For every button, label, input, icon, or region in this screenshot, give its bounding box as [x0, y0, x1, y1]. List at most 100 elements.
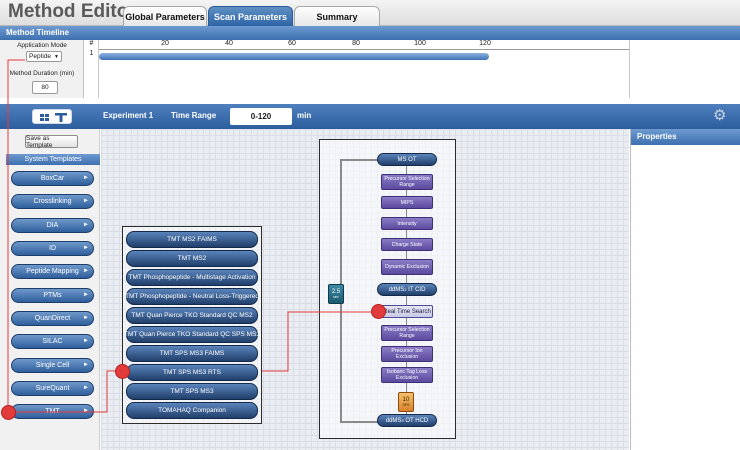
template-label: Crosslinking	[33, 198, 72, 205]
template-label: QuanDirect	[34, 315, 71, 322]
ruler-tick: 100	[414, 40, 426, 47]
ruler-tick: 20	[161, 40, 169, 47]
chevron-down-icon: ▼	[54, 53, 59, 60]
template-silac[interactable]: SILAC ►	[11, 334, 94, 349]
template-label: PTMs	[43, 292, 62, 299]
save-as-template-button[interactable]: Save as Template	[25, 135, 78, 149]
experiment-timeline-bar[interactable]	[99, 53, 489, 60]
method-duration-label: Method Duration (min)	[9, 70, 75, 77]
arrow-right-icon: ►	[83, 245, 89, 251]
template-crosslinking[interactable]: Crosslinking ►	[11, 194, 94, 209]
highlight-marker-sps-ms3-rts	[115, 364, 130, 379]
ruler-tick: 80	[352, 40, 360, 47]
app-header: Method Editor Global Parameters Scan Par…	[0, 0, 740, 26]
method-tmt-sps-ms3-faims[interactable]: TMT SPS MS3 FAIMS	[126, 345, 258, 362]
template-peptide-mapping[interactable]: Peptide Mapping ►	[11, 264, 94, 279]
application-mode-label: Application Mode	[17, 42, 67, 49]
template-boxcar[interactable]: BoxCar►	[11, 171, 94, 186]
app-title: Method Editor	[8, 1, 136, 22]
node-ms-ot[interactable]: MS OT	[377, 153, 437, 166]
template-dia[interactable]: DIA ►	[11, 218, 94, 233]
template-quandirect[interactable]: QuanDirect ►	[11, 311, 94, 326]
experiment-label: Experiment 1	[103, 111, 154, 120]
method-tmt-phospho-nl[interactable]: TMT Phosphopeptide - Neutral Loss-Trigge…	[125, 288, 259, 305]
template-tmt[interactable]: TMT ►	[11, 404, 94, 419]
arrow-right-icon: ►	[83, 268, 89, 274]
highlight-marker-real-time-search	[371, 304, 386, 319]
arrow-right-icon: ►	[83, 385, 89, 391]
timeline-settings: Application Mode Peptide ▼ Method Durati…	[0, 40, 84, 98]
time-range-input[interactable]: 0-120	[230, 108, 292, 125]
tmt-method-list: TMT MS2 FAIMS TMT MS2 TMT Phosphopeptide…	[122, 226, 262, 424]
method-tmt-phospho-msa[interactable]: TMT Phosphopeptide - Multistage Activati…	[126, 269, 258, 286]
timeline-grid: # 1 20 40 60 80 100 120	[85, 40, 740, 98]
method-timeline-header: Method Timeline	[0, 26, 740, 40]
template-label: DIA	[46, 222, 59, 229]
method-tomahaq-companion[interactable]: TOMAHAQ Companion	[126, 402, 258, 419]
tab-global-parameters[interactable]: Global Parameters	[123, 6, 207, 26]
filter-precursor-ion-exclusion[interactable]: Precursor Ion Exclusion	[381, 346, 433, 362]
arrow-right-icon: ►	[83, 338, 89, 344]
template-single-cell[interactable]: Single Cell ►	[11, 358, 94, 373]
tab-scan-parameters[interactable]: Scan Parameters	[208, 6, 293, 26]
template-label: Peptide Mapping	[26, 268, 79, 275]
loop-bracket-top	[340, 159, 378, 161]
template-sidebar: Save as Template System Templates BoxCar…	[0, 129, 100, 450]
column-hash-header: #	[89, 40, 94, 47]
template-id[interactable]: ID►	[11, 241, 94, 256]
view-toggle-icon[interactable]	[32, 109, 72, 124]
arrow-right-icon: ►	[83, 292, 89, 298]
sps-notch-value: 10	[402, 397, 410, 403]
time-range-unit: min	[297, 111, 312, 120]
filter-precursor-selection-range-2[interactable]: Precursor Selection Range	[381, 325, 433, 341]
filter-real-time-search[interactable]: Real Time Search	[381, 305, 433, 318]
loop-bracket-bottom	[340, 421, 378, 423]
method-tmt-tko-sps-ms3[interactable]: TMT Quan Pierce TKO Standard QC SPS MS3	[124, 326, 260, 343]
template-label: TMT	[45, 408, 60, 415]
arrow-right-icon: ►	[83, 222, 89, 228]
sps-notch-unit: SPS	[402, 403, 410, 407]
highlight-marker-tmt	[1, 405, 16, 420]
row-number-column: # 1	[85, 40, 99, 98]
loop-time-tile[interactable]: 2.5 sec	[328, 284, 344, 304]
method-tmt-ms2-faims[interactable]: TMT MS2 FAIMS	[126, 231, 258, 248]
filter-precursor-selection-range[interactable]: Precursor Selection Range	[381, 174, 433, 190]
filter-dynamic-exclusion[interactable]: Dynamic Exclusion	[381, 259, 433, 275]
loop-time-value: 2.5	[331, 289, 341, 295]
arrow-right-icon: ►	[83, 198, 89, 204]
timeline-divider	[629, 40, 630, 98]
ruler-tick: 120	[479, 40, 491, 47]
filter-isobaric-tag-loss-exclusion[interactable]: Isobaric Tag Loss Exclusion	[381, 367, 433, 383]
application-mode-value: Peptide	[29, 53, 52, 60]
template-surequant[interactable]: SureQuant ►	[11, 381, 94, 396]
properties-panel: Properties	[630, 129, 740, 450]
sps-notch-tile[interactable]: 10 SPS	[398, 392, 414, 412]
template-label: SILAC	[42, 338, 63, 345]
arrow-right-icon: ►	[83, 315, 89, 321]
loop-time-unit: sec	[333, 295, 339, 299]
filter-charge-state[interactable]: Charge State	[381, 238, 433, 251]
tab-summary[interactable]: Summary	[294, 6, 380, 26]
filter-mips[interactable]: MIPS	[381, 196, 433, 209]
template-ptms[interactable]: PTMs ►	[11, 288, 94, 303]
arrow-right-icon: ►	[83, 362, 89, 368]
row-number: 1	[89, 50, 94, 57]
method-tmt-sps-ms3-rts[interactable]: TMT SPS MS3 RTS	[126, 364, 258, 381]
method-tmt-sps-ms3[interactable]: TMT SPS MS3	[126, 383, 258, 400]
gear-icon[interactable]: ⚙	[713, 107, 727, 124]
template-label: Single Cell	[35, 362, 70, 369]
arrow-right-icon: ►	[83, 408, 89, 414]
filter-intensity[interactable]: Intensity	[381, 217, 433, 230]
application-mode-select[interactable]: Peptide ▼	[26, 51, 62, 62]
method-tmt-tko-ms2[interactable]: TMT Quan Pierce TKO Standard QC MS2	[126, 307, 258, 324]
system-templates-header: System Templates	[6, 154, 100, 165]
method-tmt-ms2[interactable]: TMT MS2	[126, 250, 258, 267]
properties-header: Properties	[631, 129, 740, 145]
time-ruler: 20 40 60 80 100 120	[99, 40, 629, 50]
template-label: SureQuant	[35, 385, 70, 392]
method-duration-input[interactable]: 80	[32, 81, 58, 94]
experiment-toolbar: Experiment 1 Time Range 0-120 min ⚙	[0, 104, 740, 129]
arrow-right-icon: ►	[83, 175, 89, 181]
